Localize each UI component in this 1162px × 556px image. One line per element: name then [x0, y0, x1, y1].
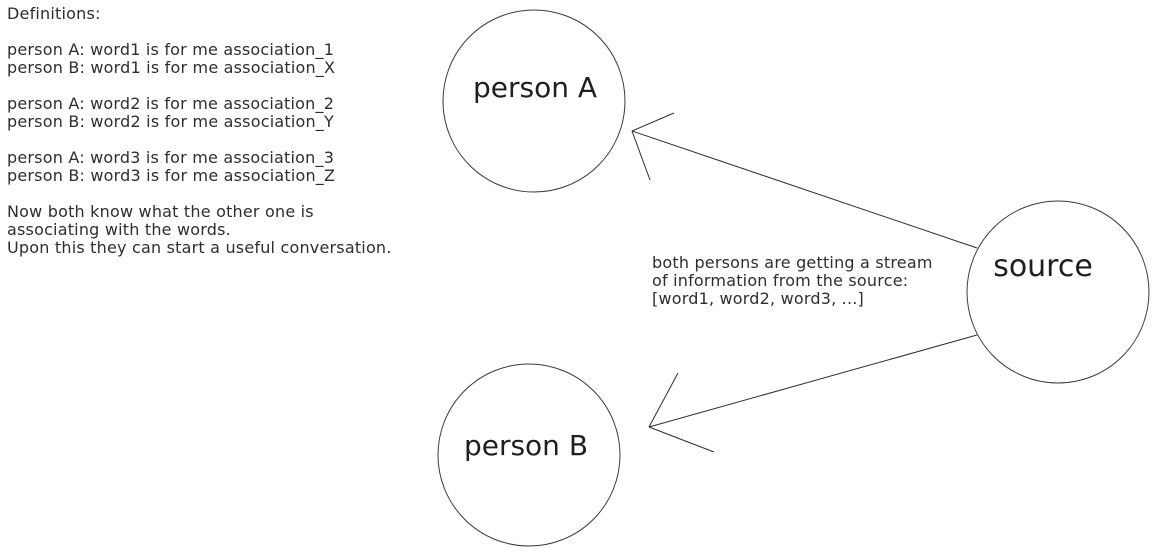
edge-source-to-person-a	[631, 112, 978, 249]
definitions-text-block: Definitions: person A: word1 is for me a…	[7, 4, 392, 257]
source-label: source	[993, 249, 1093, 284]
person-b-circle	[437, 363, 621, 547]
arrowhead-lower-barb	[648, 426, 715, 453]
arrow-shaft	[631, 130, 978, 249]
person-a-label: person A	[472, 71, 598, 104]
edge-source-to-person-b	[648, 334, 978, 453]
source-circle	[966, 200, 1150, 384]
arrowhead-upper-barb	[631, 112, 675, 132]
arrow-shaft	[648, 334, 978, 428]
arrowhead-lower-barb	[631, 130, 651, 181]
person-b-label: person B	[463, 429, 589, 462]
arrowhead-upper-barb	[648, 372, 679, 428]
person-a-circle	[442, 9, 626, 193]
stream-annotation-text: both persons are getting a stream of inf…	[652, 253, 933, 308]
